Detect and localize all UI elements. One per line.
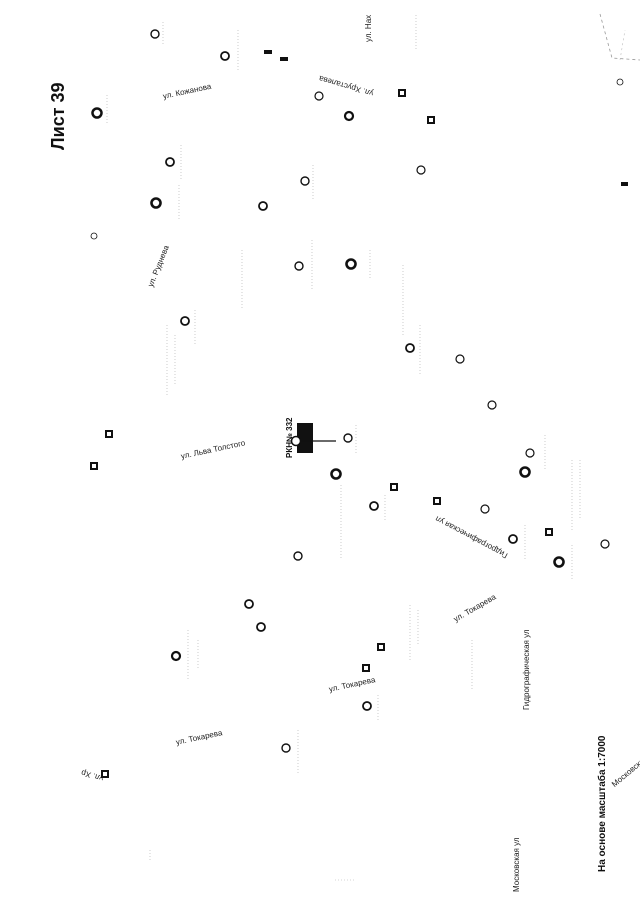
circle-marker [256, 622, 266, 632]
pkn-marker [297, 423, 313, 453]
circle-marker [343, 433, 353, 443]
circle-marker [519, 466, 531, 478]
circle-marker [90, 232, 98, 240]
circle-marker [281, 743, 291, 753]
circle-marker [508, 534, 518, 544]
square-marker [377, 643, 385, 651]
circle-markers [90, 29, 624, 753]
circle-marker [487, 400, 497, 410]
square-marker [362, 664, 370, 672]
circle-marker [600, 539, 610, 549]
square-marker [101, 770, 109, 778]
circle-marker [293, 551, 303, 561]
circle-marker [455, 354, 465, 364]
circle-marker [525, 448, 535, 458]
circle-marker [416, 165, 426, 175]
circle-marker [405, 343, 415, 353]
circle-marker [343, 110, 355, 122]
circle-marker [258, 201, 268, 211]
circle-marker [180, 316, 190, 326]
circle-marker [244, 599, 254, 609]
circle-marker [294, 261, 304, 271]
pkn-pin [290, 435, 302, 447]
circle-marker [314, 91, 324, 101]
circle-marker [165, 157, 175, 167]
square-marker [398, 89, 406, 97]
circle-marker [345, 258, 357, 270]
circle-marker [362, 701, 372, 711]
circle-marker [170, 650, 182, 662]
square-marker [427, 116, 435, 124]
circle-marker [480, 504, 490, 514]
road-dash [621, 182, 628, 186]
circle-marker [150, 197, 162, 209]
road-dash [264, 50, 272, 54]
map-corner-line [599, 13, 640, 61]
circle-marker [553, 556, 565, 568]
circle-marker [220, 51, 230, 61]
circle-marker [369, 501, 379, 511]
circle-marker [91, 107, 103, 119]
square-marker [545, 528, 553, 536]
square-marker [105, 430, 113, 438]
square-markers [90, 89, 553, 778]
circle-marker [150, 29, 160, 39]
square-marker [90, 462, 98, 470]
square-marker [433, 497, 441, 505]
road-dash [280, 57, 288, 61]
faint-annotations [106, 15, 581, 881]
circle-marker [330, 468, 342, 480]
circle-marker [300, 176, 310, 186]
map-corner-line [619, 29, 626, 61]
circle-marker [616, 78, 624, 86]
square-marker [390, 483, 398, 491]
